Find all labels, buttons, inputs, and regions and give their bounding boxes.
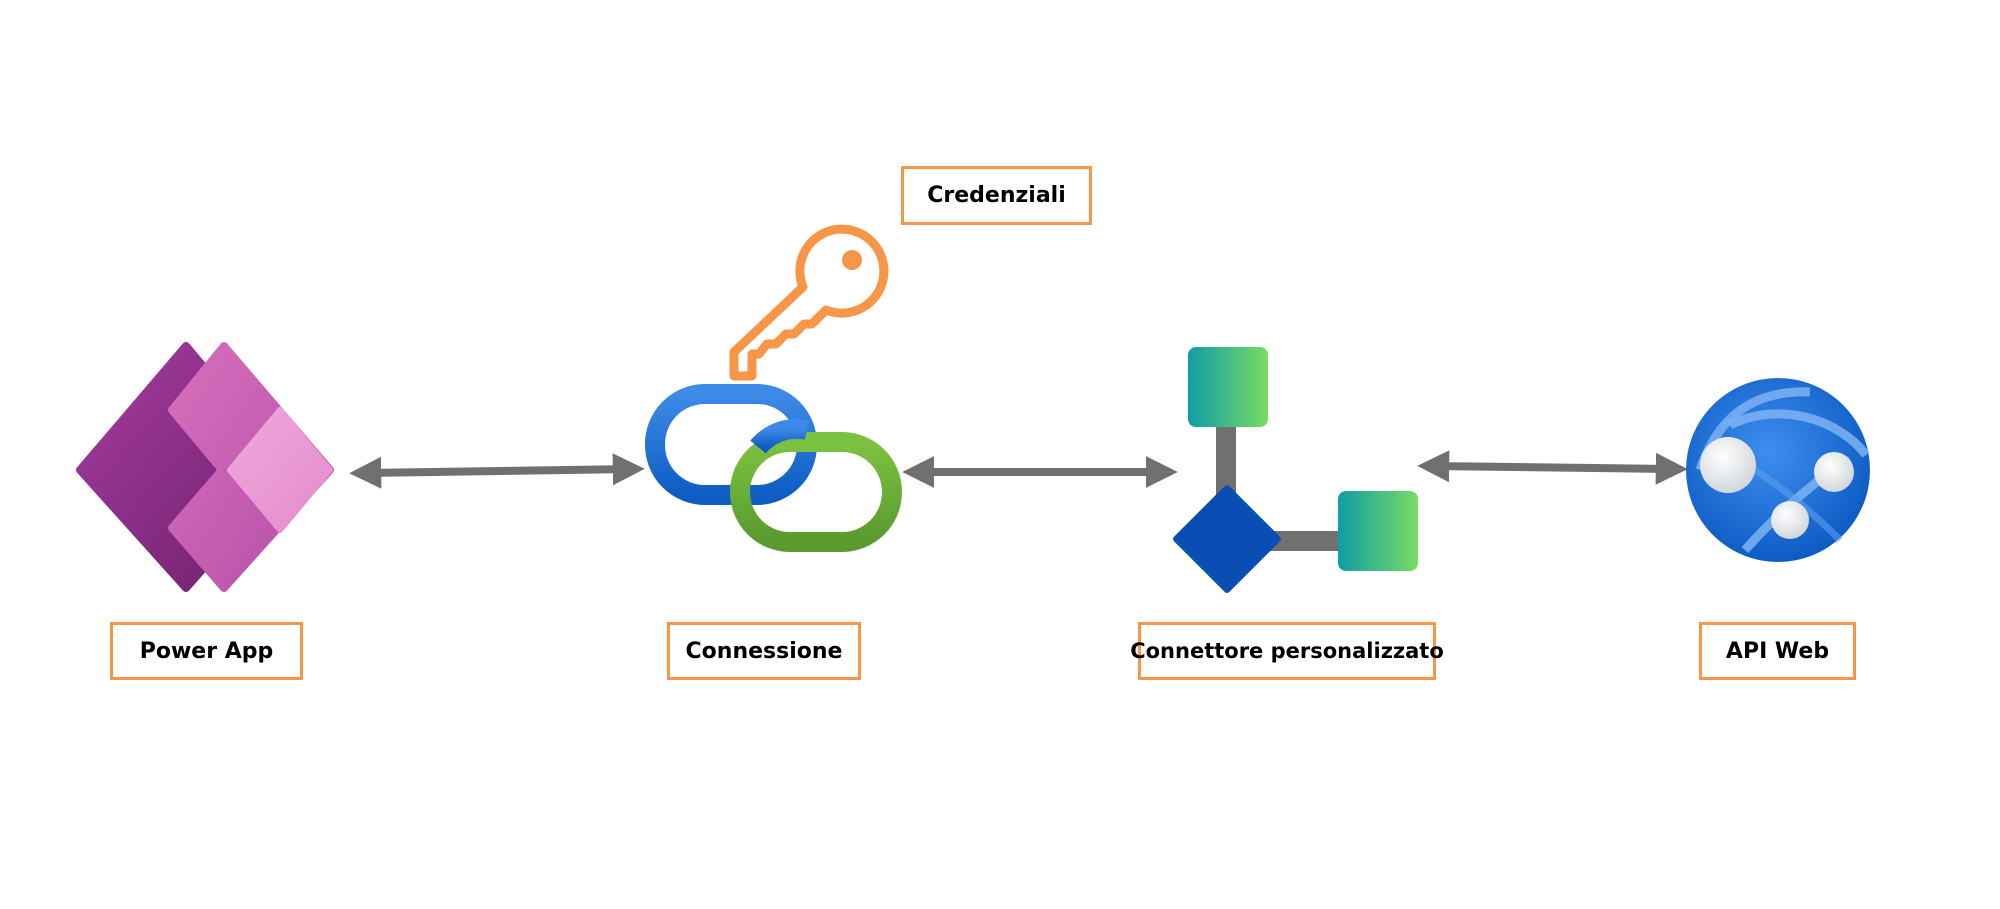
web-api-globe-icon bbox=[1686, 378, 1870, 562]
label-power-app: Power App bbox=[110, 622, 303, 680]
label-connessione: Connessione bbox=[667, 622, 861, 680]
power-apps-logo-icon bbox=[76, 342, 334, 592]
custom-connector-icon bbox=[1173, 347, 1418, 593]
arrow-power-app-connessione bbox=[349, 453, 645, 489]
label-connettore-personalizzato: Connettore personalizzato bbox=[1130, 622, 1444, 680]
key-icon bbox=[729, 224, 889, 381]
label-credenziali: Credenziali bbox=[901, 166, 1092, 225]
chain-link-icon bbox=[645, 384, 902, 552]
label-api-web: API Web bbox=[1699, 622, 1856, 680]
arrow-connettore-api-web bbox=[1417, 450, 1688, 485]
